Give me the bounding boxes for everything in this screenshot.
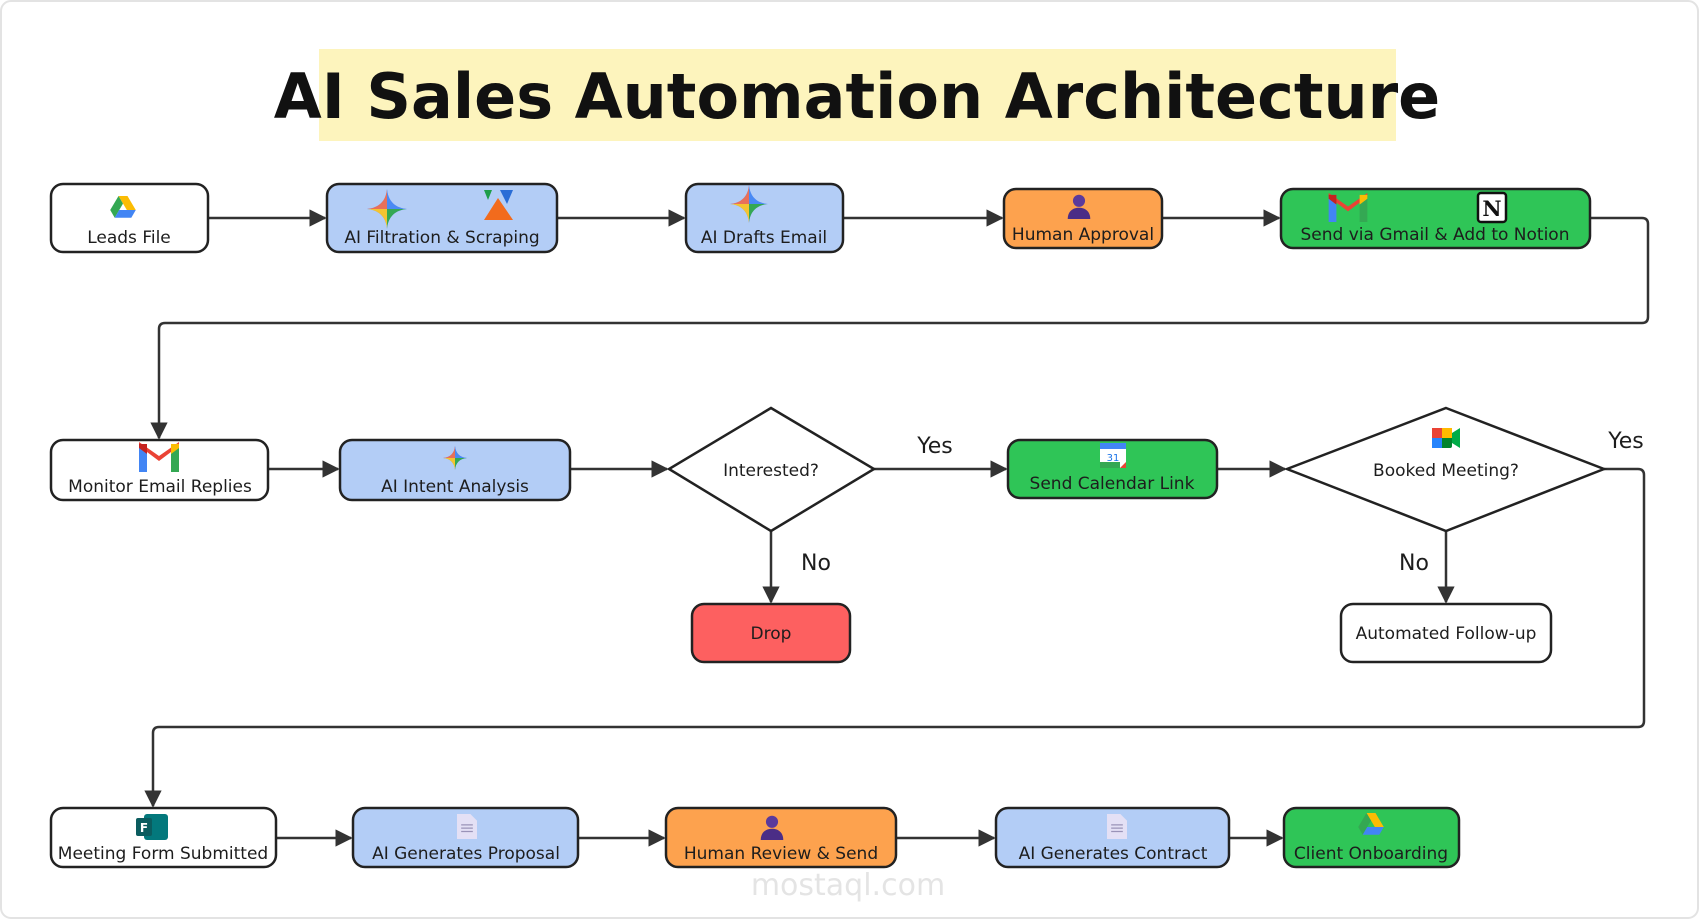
edge-send-monitor [150, 216, 1650, 440]
node-label: AI Generates Contract [1019, 844, 1208, 864]
decision-booked-meeting[interactable]: Booked Meeting? [1283, 406, 1608, 533]
google-calendar-icon: 31 [1100, 443, 1126, 468]
document-icon [1107, 813, 1127, 840]
branch-label-yes: Yes [916, 434, 953, 459]
connectors [144, 209, 1650, 847]
node-meeting-form[interactable]: F Meeting Form Submitted [49, 806, 278, 869]
svg-text:F: F [140, 821, 148, 835]
node-label: AI Filtration & Scraping [344, 228, 539, 248]
node-label: Client Onboarding [1294, 844, 1448, 864]
decision-label: Booked Meeting? [1373, 461, 1519, 481]
node-client-onboarding[interactable]: Client Onboarding [1282, 806, 1461, 869]
node-ai-filtration[interactable]: AI Filtration & Scraping [325, 182, 559, 254]
branch-label-no: No [801, 551, 831, 576]
node-send-gmail-notion[interactable]: N Send via Gmail & Add to Notion [1279, 187, 1592, 250]
node-label: Drop [751, 624, 792, 644]
node-label: Human Review & Send [684, 844, 878, 864]
svg-text:N: N [1482, 196, 1501, 221]
node-follow-up[interactable]: Automated Follow-up [1339, 602, 1553, 664]
notion-icon: N [1476, 191, 1508, 224]
watermark: mostaql.com [751, 868, 945, 903]
apollo-icon [484, 190, 513, 220]
branch-label-no: No [1399, 551, 1429, 576]
decision-interested[interactable]: Interested? [666, 406, 877, 533]
node-human-approval[interactable]: Human Approval [1002, 187, 1164, 250]
node-calendar-link[interactable]: 31 Send Calendar Link [1006, 438, 1219, 500]
edge-booked-yes [144, 467, 1646, 808]
node-label: AI Generates Proposal [372, 844, 560, 864]
node-human-review[interactable]: Human Review & Send [664, 806, 898, 869]
node-label: Automated Follow-up [1356, 624, 1537, 644]
node-label: Send via Gmail & Add to Notion [1301, 225, 1570, 245]
title-banner: AI Sales Automation Architecture [274, 49, 1440, 141]
node-intent-analysis[interactable]: AI Intent Analysis [338, 438, 572, 502]
node-label: Human Approval [1012, 225, 1154, 245]
document-icon [457, 813, 477, 840]
decision-label: Interested? [723, 461, 819, 481]
node-label: Monitor Email Replies [68, 477, 252, 497]
branch-label-yes: Yes [1607, 429, 1644, 454]
node-ai-proposal[interactable]: AI Generates Proposal [351, 806, 580, 869]
title-highlight [319, 49, 1396, 141]
node-ai-contract[interactable]: AI Generates Contract [994, 806, 1231, 869]
ms-forms-icon: F [136, 814, 168, 840]
page-title: AI Sales Automation Architecture [274, 60, 1440, 133]
node-monitor-replies[interactable]: Monitor Email Replies [49, 438, 270, 502]
node-label: AI Intent Analysis [381, 477, 529, 497]
node-label: Leads File [87, 228, 171, 248]
node-drop[interactable]: Drop [690, 602, 852, 664]
node-label: Send Calendar Link [1030, 474, 1195, 494]
node-label: AI Drafts Email [701, 228, 827, 248]
google-meet-icon [1432, 428, 1460, 448]
node-ai-drafts[interactable]: AI Drafts Email [684, 182, 845, 254]
node-leads-file[interactable]: Leads File [49, 182, 210, 254]
svg-text:31: 31 [1107, 453, 1120, 464]
node-label: Meeting Form Submitted [58, 844, 268, 864]
